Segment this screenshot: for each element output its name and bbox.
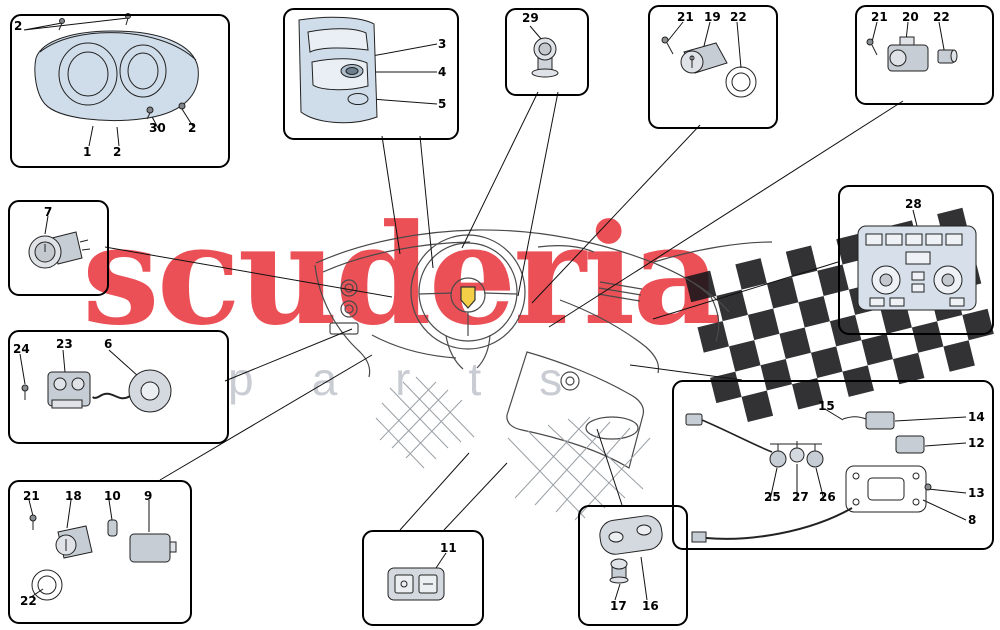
- leader-lines: [19, 17, 967, 601]
- sketch-light-switch: [28, 231, 91, 269]
- part-number-label: 11: [440, 541, 457, 555]
- part-number-label: 25: [764, 490, 781, 504]
- callout-button-29: [505, 8, 589, 96]
- part-number-label: 13: [968, 486, 985, 500]
- sketch-button-29: [531, 37, 559, 78]
- sketch-switch-11: [387, 567, 445, 601]
- part-number-label: 1: [83, 145, 92, 159]
- part-number-label: 21: [871, 10, 888, 24]
- watermark-brand: scuderia: [82, 193, 722, 356]
- part-number-label: 8: [968, 513, 977, 527]
- callout-climate-control: [838, 185, 994, 335]
- callout-key-switch-group: [8, 480, 192, 624]
- part-number-label: 3: [438, 37, 447, 51]
- part-number-label: 7: [44, 205, 53, 219]
- callout-tunnel-components: [672, 380, 994, 550]
- sketch-instrument-cluster: [34, 13, 199, 121]
- sketch-door-button-group: [599, 515, 663, 584]
- part-number-label: 9: [144, 489, 153, 503]
- callout-door-button-group: [578, 505, 688, 626]
- part-number-label: 15: [818, 399, 835, 413]
- part-number-label: 30: [149, 121, 166, 135]
- sketch-tunnel-components: [685, 411, 932, 543]
- part-number-label: 21: [23, 489, 40, 503]
- part-number-label: 10: [104, 489, 121, 503]
- part-number-label: 22: [933, 10, 950, 24]
- callout-switch-group-24-23-6: [8, 330, 229, 444]
- part-number-label: 22: [730, 10, 747, 24]
- part-number-label: 18: [65, 489, 82, 503]
- sketch-key-switch-group: [29, 514, 177, 601]
- sketch-ignition-switch: [661, 36, 757, 98]
- part-number-label: 19: [704, 10, 721, 24]
- sketch-climate-control: [857, 225, 977, 311]
- part-number-label: 12: [968, 436, 985, 450]
- sketch-switch-group-24-23-6: [21, 369, 172, 413]
- part-number-label: 5: [438, 97, 447, 111]
- part-number-label: 20: [902, 10, 919, 24]
- watermark-sub: parts: [228, 353, 621, 405]
- callout-instrument-cluster: [10, 14, 230, 168]
- part-number-label: 26: [819, 490, 836, 504]
- part-number-label: 16: [642, 599, 659, 613]
- callout-ignition-switch: [648, 5, 778, 129]
- part-number-label: 2: [14, 19, 23, 33]
- part-number-label: 17: [610, 599, 627, 613]
- sketch-steering-lock: [866, 36, 958, 72]
- part-number-label: 29: [522, 11, 539, 25]
- part-number-label: 21: [677, 10, 694, 24]
- part-number-label: 27: [792, 490, 809, 504]
- callout-light-switch: [8, 200, 109, 296]
- part-number-label: 4: [438, 65, 447, 79]
- callout-door-panel: [283, 8, 459, 140]
- part-number-label: 2: [188, 121, 197, 135]
- callout-steering-lock: [855, 5, 994, 105]
- part-number-label: 14: [968, 410, 985, 424]
- part-number-label: 6: [104, 337, 113, 351]
- part-number-label: 22: [20, 594, 37, 608]
- part-number-label: 28: [905, 197, 922, 211]
- part-number-label: 2: [113, 145, 122, 159]
- part-number-label: 24: [13, 342, 30, 356]
- sketch-door-panel: [298, 16, 378, 124]
- callout-switch-11: [362, 530, 484, 626]
- part-number-label: 23: [56, 337, 73, 351]
